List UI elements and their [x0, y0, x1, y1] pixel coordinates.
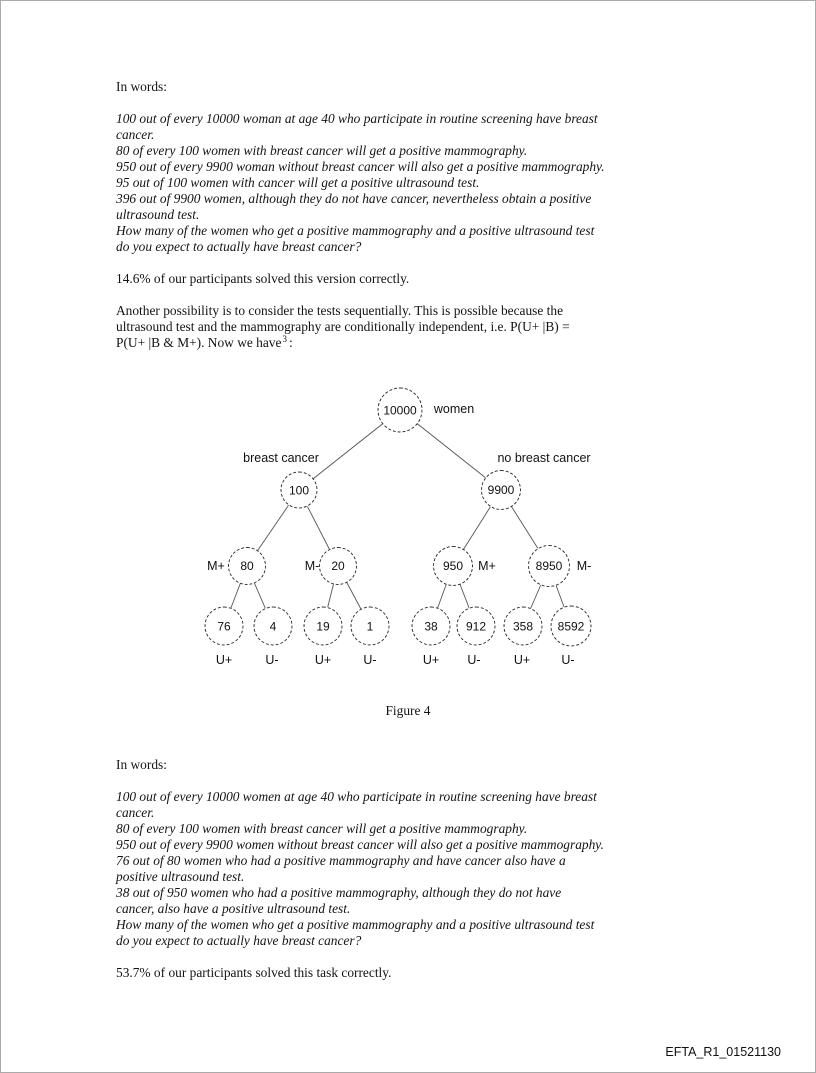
- tree-leaf: 38: [411, 606, 451, 646]
- paragraph-line-text: :: [288, 335, 293, 350]
- mammography-label: M+: [478, 559, 496, 573]
- page-id-footer: EFTA_R1_01521130: [665, 1045, 781, 1059]
- italic-line: How many of the women who get a positive…: [116, 223, 595, 238]
- ultrasound-label: U+: [314, 653, 332, 667]
- tree-leaf: 358: [503, 606, 543, 646]
- ultrasound-label: U-: [467, 653, 481, 667]
- branch-label-breast-cancer: breast cancer: [243, 451, 319, 465]
- italic-line: positive ultrasound test.: [116, 869, 245, 884]
- italic-line: 76 out of 80 women who had a positive ma…: [116, 853, 566, 868]
- in-words-heading: In words:: [116, 757, 167, 772]
- ultrasound-label: U+: [513, 653, 531, 667]
- paragraph-line: Another possibility is to consider the t…: [116, 303, 564, 318]
- tree-leaf: 1: [350, 606, 390, 646]
- tree-leaf: 912: [456, 606, 496, 646]
- tree-node-value: 358: [512, 619, 534, 633]
- italic-line: 950 out of every 9900 woman without brea…: [116, 159, 605, 174]
- paragraph-sequential: Another possibility is to consider the t…: [116, 303, 709, 351]
- tree-node-m-plus-cancer: 80: [228, 547, 266, 585]
- italic-line: 95 out of 100 women with cancer will get…: [116, 175, 480, 190]
- tree-node-m-plus-no-cancer: 950: [433, 546, 473, 586]
- paragraph-line-text: P(U+ |B & M+). Now we have: [116, 335, 282, 350]
- ultrasound-label: U-: [265, 653, 279, 667]
- tree-node-value: 950: [442, 559, 464, 573]
- paragraph-line: ultrasound test and the mammography are …: [116, 319, 570, 334]
- italic-line: How many of the women who get a positive…: [116, 917, 595, 932]
- italic-line: 80 of every 100 women with breast cancer…: [116, 821, 528, 836]
- mammography-label: M+: [207, 559, 225, 573]
- result-text-2: 53.7% of our participants solved this ta…: [116, 965, 392, 980]
- tree-leaf: 76: [204, 606, 244, 646]
- tree-node-m-minus-no-cancer: 8950: [528, 545, 570, 587]
- problem-statement-1: 100 out of every 10000 woman at age 40 w…: [116, 111, 709, 255]
- ultrasound-label: U-: [363, 653, 377, 667]
- italic-line: 38 out of 950 women who had a positive m…: [116, 885, 562, 900]
- tree-node-value: 100: [288, 483, 310, 497]
- problem-statement-2: 100 out of every 10000 women at age 40 w…: [116, 789, 709, 949]
- footnote-marker: 3: [282, 334, 287, 344]
- section-2: In words: 100 out of every 10000 women a…: [1, 757, 815, 981]
- italic-line: 950 out of every 9900 women without brea…: [116, 837, 604, 852]
- tree-node-value: 80: [240, 559, 254, 573]
- section-1: In words: 100 out of every 10000 woman a…: [1, 1, 815, 351]
- branch-label-no-breast-cancer: no breast cancer: [497, 451, 591, 465]
- tree-node-cancer: 100: [280, 471, 318, 509]
- in-words-heading: In words:: [116, 79, 167, 94]
- ultrasound-label: U-: [561, 653, 575, 667]
- tree-node-m-minus-cancer: 20: [319, 547, 357, 585]
- tree-node-value: 9900: [487, 483, 515, 497]
- mammography-label: M-: [576, 559, 592, 573]
- tree-node-value: 4: [269, 619, 277, 633]
- tree-node-value: 19: [316, 619, 330, 633]
- tree-node-value: 912: [465, 619, 487, 633]
- italic-line: cancer, also have a positive ultrasound …: [116, 901, 351, 916]
- tree-leaf: 19: [303, 606, 343, 646]
- tree-node-value: 1: [366, 619, 374, 633]
- tree-node-value: 8950: [535, 559, 563, 573]
- italic-line: 100 out of every 10000 woman at age 40 w…: [116, 111, 598, 126]
- tree-node-no-cancer: 9900: [481, 470, 521, 510]
- paragraph-line: P(U+ |B & M+). Now we have3:: [116, 335, 709, 351]
- root-label: women: [433, 402, 475, 416]
- ultrasound-label: U+: [422, 653, 440, 667]
- tree-node-value: 10000: [383, 403, 417, 417]
- tree-leaf: 4: [253, 606, 293, 646]
- mammography-label: M-: [304, 559, 320, 573]
- italic-line: ultrasound test.: [116, 207, 200, 222]
- italic-line: cancer.: [116, 805, 155, 820]
- tree-node-value: 38: [424, 619, 438, 633]
- tree-node-value: 20: [331, 559, 345, 573]
- result-text-1: 14.6% of our participants solved this ve…: [116, 271, 410, 286]
- tree-node-value: 76: [217, 619, 231, 633]
- tree-node-total: 10000: [377, 387, 423, 433]
- italic-line: 100 out of every 10000 women at age 40 w…: [116, 789, 597, 804]
- figure-caption: Figure 4: [385, 703, 431, 718]
- figure-tree: 10000 women breast cancer no breast canc…: [1, 369, 815, 679]
- italic-line: cancer.: [116, 127, 155, 142]
- italic-line: do you expect to actually have breast ca…: [116, 933, 362, 948]
- italic-line: 80 of every 100 women with breast cancer…: [116, 143, 528, 158]
- italic-line: do you expect to actually have breast ca…: [116, 239, 362, 254]
- ultrasound-label: U+: [215, 653, 233, 667]
- tree-node-value: 8592: [557, 619, 585, 633]
- tree-leaf: 8592: [550, 605, 592, 647]
- italic-line: 396 out of 9900 women, although they do …: [116, 191, 592, 206]
